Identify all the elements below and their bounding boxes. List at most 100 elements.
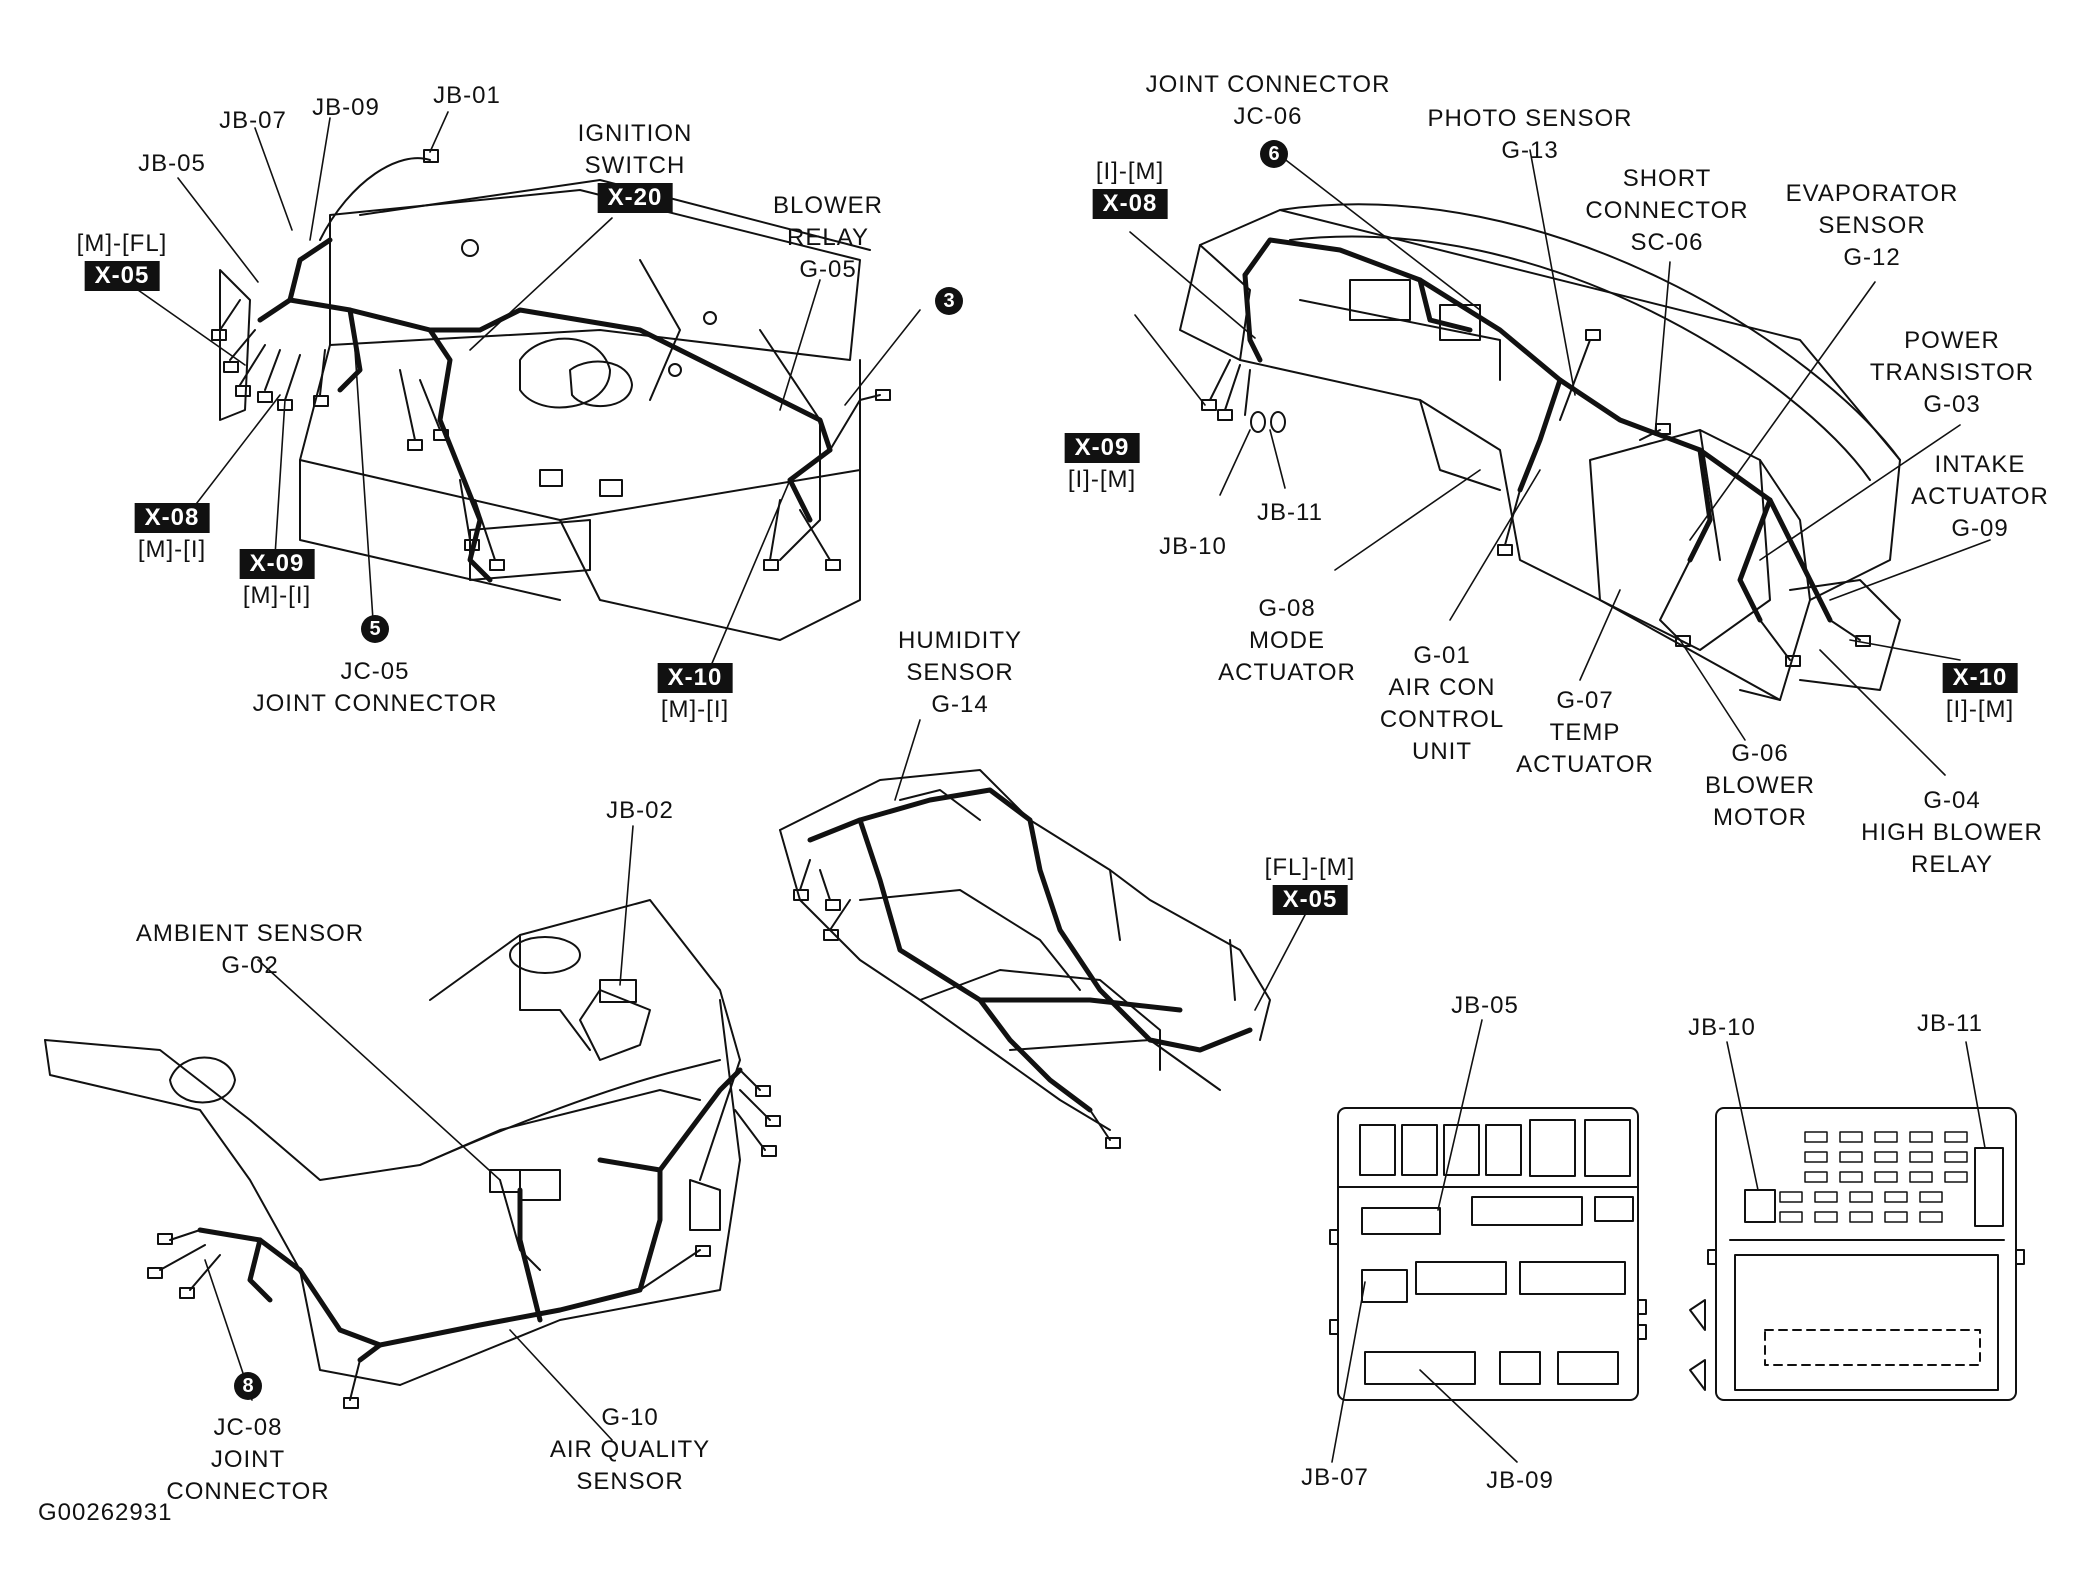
label-fl-m-x05: [FL]-[M] X-05 xyxy=(1265,852,1356,916)
label-jb09-box: JB-09 xyxy=(1486,1467,1554,1494)
label-aircon-control: G-01 AIR CON CONTROL UNIT xyxy=(1380,640,1504,768)
tag-x05-center: X-05 xyxy=(1272,885,1348,915)
label-jb10-box: JB-10 xyxy=(1688,1014,1756,1041)
blowerm-line-3: MOTOR xyxy=(1713,804,1807,831)
humidity-line-2: SENSOR xyxy=(906,659,1014,686)
label-photo-sensor: PHOTO SENSOR G-13 xyxy=(1428,103,1633,167)
humidity-line-3: G-14 xyxy=(931,691,989,718)
tag-x08-right: X-08 xyxy=(1092,189,1168,219)
tag-x05: X-05 xyxy=(84,261,160,291)
aircon-line-4: UNIT xyxy=(1412,738,1472,765)
temp-line-2: TEMP xyxy=(1549,719,1621,746)
label-ambient-sensor: AMBIENT SENSOR G-02 xyxy=(136,918,364,982)
x08-m-i-text: [M]-[I] xyxy=(137,536,207,563)
aq-line-3: SENSOR xyxy=(576,1468,684,1495)
mode-line-2: MODE xyxy=(1248,627,1325,654)
jc08-line-2: JOINT xyxy=(210,1446,286,1473)
hbr-line-1: G-04 xyxy=(1923,787,1981,814)
power-line-2: TRANSISTOR xyxy=(1869,359,2035,386)
x09-m-i-text: [M]-[I] xyxy=(242,582,312,609)
i-m-x08-text: [I]-[M] xyxy=(1095,158,1165,185)
evap-line-1: EVAPORATOR xyxy=(1785,180,1959,207)
photo-line-1: PHOTO SENSOR xyxy=(1427,105,1633,132)
floor-harness-connectors xyxy=(793,859,1121,1149)
aircon-line-2: AIR CON xyxy=(1388,674,1496,701)
callout-3: 3 xyxy=(935,287,963,315)
hvac-module-wires xyxy=(1242,237,1833,623)
label-x09-i-m: X-09 [I]-[M] xyxy=(1064,432,1140,496)
dash-harness-left-connectors xyxy=(211,149,891,571)
floor-harness-wires xyxy=(807,787,1253,1113)
blower-relay-line-3: G-05 xyxy=(799,256,857,283)
floor-harness-leaders xyxy=(894,719,1306,1011)
jc08-line-1: JC-08 xyxy=(213,1414,283,1441)
label-x09-m-i: X-09 [M]-[I] xyxy=(239,548,315,612)
jc05-line-1: JC-05 xyxy=(340,658,410,685)
tag-x10: X-10 xyxy=(657,663,733,693)
callout-8: 8 xyxy=(234,1372,262,1400)
tag-x08: X-08 xyxy=(134,503,210,533)
blowerm-line-2: BLOWER xyxy=(1704,772,1816,799)
mode-line-3: ACTUATOR xyxy=(1218,659,1356,686)
label-ignition-switch: IGNITION SWITCH X-20 xyxy=(578,118,693,214)
power-line-3: G-03 xyxy=(1923,391,1981,418)
label-blower-relay: BLOWER RELAY G-05 xyxy=(773,190,883,286)
label-short-connector: SHORT CONNECTOR SC-06 xyxy=(1585,163,1748,259)
aq-line-1: G-10 xyxy=(601,1404,659,1431)
jc06-line-1: JOINT CONNECTOR xyxy=(1145,71,1391,98)
label-jc08: JC-08 JOINT CONNECTOR xyxy=(166,1412,329,1508)
hvac-module-drawing xyxy=(1179,203,1901,701)
junction-box-right xyxy=(1689,1107,2025,1401)
figure-id: G00262931 xyxy=(38,1499,173,1526)
m-fl-text: [M]-[FL] xyxy=(76,230,168,257)
label-intake-actuator: INTAKE ACTUATOR G-09 xyxy=(1911,449,2049,545)
label-blower-motor: G-06 BLOWER MOTOR xyxy=(1705,738,1815,834)
junction-box-leaders xyxy=(1331,1019,1986,1463)
x09-i-m-text: [I]-[M] xyxy=(1067,466,1137,493)
label-jc06: JOINT CONNECTOR JC-06 xyxy=(1146,69,1391,133)
dash-harness-left-leaders xyxy=(137,111,921,669)
label-jb11-box: JB-11 xyxy=(1917,1010,1983,1037)
blower-relay-line-1: BLOWER xyxy=(772,192,884,219)
mode-line-1: G-08 xyxy=(1258,595,1316,622)
jc05-line-2: JOINT CONNECTOR xyxy=(252,690,498,717)
label-x10-m-i: X-10 [M]-[I] xyxy=(657,662,733,726)
intake-line-2: ACTUATOR xyxy=(1911,483,2049,510)
callout-6: 6 xyxy=(1260,140,1288,168)
callout-5: 5 xyxy=(361,615,389,643)
label-humidity-sensor: HUMIDITY SENSOR G-14 xyxy=(898,625,1022,721)
label-x10-i-m: X-10 [I]-[M] xyxy=(1942,662,2018,726)
power-line-1: POWER xyxy=(1904,327,2000,354)
label-air-quality-sensor: G-10 AIR QUALITY SENSOR xyxy=(550,1402,710,1498)
ignition-line-2: SWITCH xyxy=(584,152,686,179)
ambient-line-2: G-02 xyxy=(221,952,279,979)
blowerm-line-1: G-06 xyxy=(1731,740,1789,767)
label-jb05-box: JB-05 xyxy=(1451,992,1519,1019)
x10-m-i-text: [M]-[I] xyxy=(660,696,730,723)
label-mode-actuator: G-08 MODE ACTUATOR xyxy=(1218,593,1356,689)
label-power-transistor: POWER TRANSISTOR G-03 xyxy=(1870,325,2034,421)
label-jb01: JB-01 xyxy=(433,82,501,109)
tag-x09: X-09 xyxy=(239,549,315,579)
tag-x09-right: X-09 xyxy=(1064,433,1140,463)
tag-x10-right: X-10 xyxy=(1942,663,2018,693)
engine-harness-drawing xyxy=(44,899,741,1386)
intake-line-3: G-09 xyxy=(1951,515,2009,542)
aircon-line-3: CONTROL xyxy=(1379,706,1505,733)
label-jb09: JB-09 xyxy=(312,94,380,121)
evap-line-3: G-12 xyxy=(1843,244,1901,271)
engine-harness-wires xyxy=(197,1067,743,1363)
hvac-module-leaders xyxy=(1129,149,1991,776)
label-high-blower-relay: G-04 HIGH BLOWER RELAY xyxy=(1861,785,2043,881)
label-m-fl-x05: [M]-[FL] X-05 xyxy=(77,228,168,292)
junction-box-left xyxy=(1329,1107,1647,1401)
label-jb07-box: JB-07 xyxy=(1301,1464,1369,1491)
short-line-2: CONNECTOR xyxy=(1585,197,1749,224)
label-jb07: JB-07 xyxy=(219,107,287,134)
aircon-line-1: G-01 xyxy=(1413,642,1471,669)
dash-harness-left-wires xyxy=(257,237,833,583)
label-jb05: JB-05 xyxy=(138,150,206,177)
label-jc05: JC-05 JOINT CONNECTOR xyxy=(253,656,498,720)
humidity-line-1: HUMIDITY xyxy=(898,627,1022,654)
hvac-module-connectors xyxy=(1201,329,1871,667)
